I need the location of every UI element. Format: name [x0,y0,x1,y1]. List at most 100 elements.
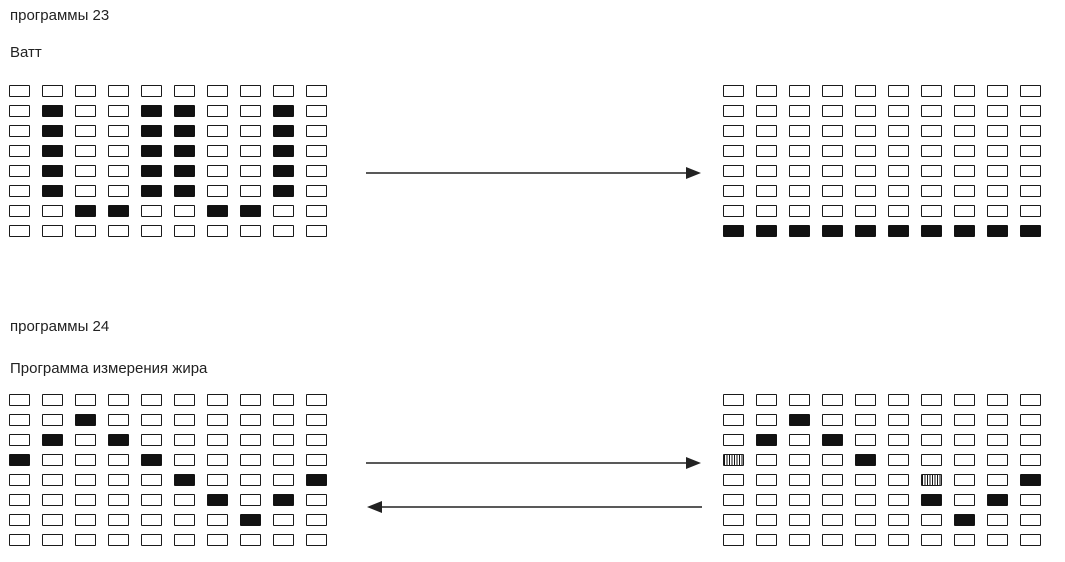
led-cell [855,105,876,117]
led-cell [987,394,1008,406]
led-cell [756,205,777,217]
led-cell [174,105,195,117]
led-cell [174,534,195,546]
led-cell [75,514,96,526]
led-cell [240,494,261,506]
led-cell [141,494,162,506]
led-cell [306,474,327,486]
led-cell [174,145,195,157]
led-cell [240,145,261,157]
led-cell [822,225,843,237]
led-cell [1020,105,1041,117]
led-cell [789,165,810,177]
led-cell [954,85,975,97]
led-cell [240,474,261,486]
led-cell [1020,494,1041,506]
led-cell [822,185,843,197]
led-cell [108,514,129,526]
led-cell [1020,514,1041,526]
led-cell [756,105,777,117]
led-cell [987,165,1008,177]
led-cell [306,514,327,526]
led-cell [207,414,228,426]
led-cell [141,474,162,486]
led-cell [888,145,909,157]
led-cell [723,125,744,137]
led-cell [756,474,777,486]
led-cell [723,185,744,197]
led-cell [240,125,261,137]
led-cell [108,85,129,97]
led-cell [987,474,1008,486]
led-cell [987,185,1008,197]
led-cell [921,494,942,506]
led-cell [789,534,810,546]
led-cell [42,414,63,426]
led-cell [921,205,942,217]
led-cell [273,494,294,506]
led-cell [987,225,1008,237]
led-cell [207,225,228,237]
led-cell [888,125,909,137]
led-cell [75,225,96,237]
led-cell [141,225,162,237]
led-cell [240,534,261,546]
led-cell [240,85,261,97]
led-cell [789,205,810,217]
led-cell [207,474,228,486]
led-cell [141,145,162,157]
led-cell [756,145,777,157]
led-cell [822,394,843,406]
led-cell [888,474,909,486]
led-cell [42,434,63,446]
led-cell [42,474,63,486]
led-cell [954,185,975,197]
led-cell [174,514,195,526]
led-cell [888,185,909,197]
led-cell [921,125,942,137]
led-cell [9,474,30,486]
led-cell [987,454,1008,466]
led-cell [888,534,909,546]
led-cell [822,205,843,217]
led-cell [9,85,30,97]
led-cell [756,225,777,237]
led-cell [1020,414,1041,426]
led-cell [108,474,129,486]
section-24-arrow-right [366,457,701,469]
led-cell [954,494,975,506]
led-cell [306,394,327,406]
led-cell [855,165,876,177]
led-cell [822,514,843,526]
led-cell [174,205,195,217]
led-cell [174,394,195,406]
led-cell [273,225,294,237]
led-cell [987,514,1008,526]
led-cell [888,494,909,506]
section-23-left-grid [9,85,329,237]
led-cell [888,394,909,406]
led-cell [108,225,129,237]
led-cell [921,185,942,197]
led-cell [273,454,294,466]
led-cell [954,534,975,546]
led-cell [855,494,876,506]
led-cell [855,394,876,406]
led-cell [756,454,777,466]
led-cell [306,434,327,446]
led-cell [9,205,30,217]
led-cell [273,165,294,177]
led-cell [207,145,228,157]
led-cell [9,105,30,117]
led-cell [207,105,228,117]
led-cell [789,185,810,197]
led-cell [273,534,294,546]
led-cell [108,534,129,546]
led-cell [240,165,261,177]
led-cell [108,494,129,506]
led-cell [789,494,810,506]
led-cell [855,225,876,237]
led-cell [306,145,327,157]
led-cell [789,85,810,97]
led-cell [855,514,876,526]
